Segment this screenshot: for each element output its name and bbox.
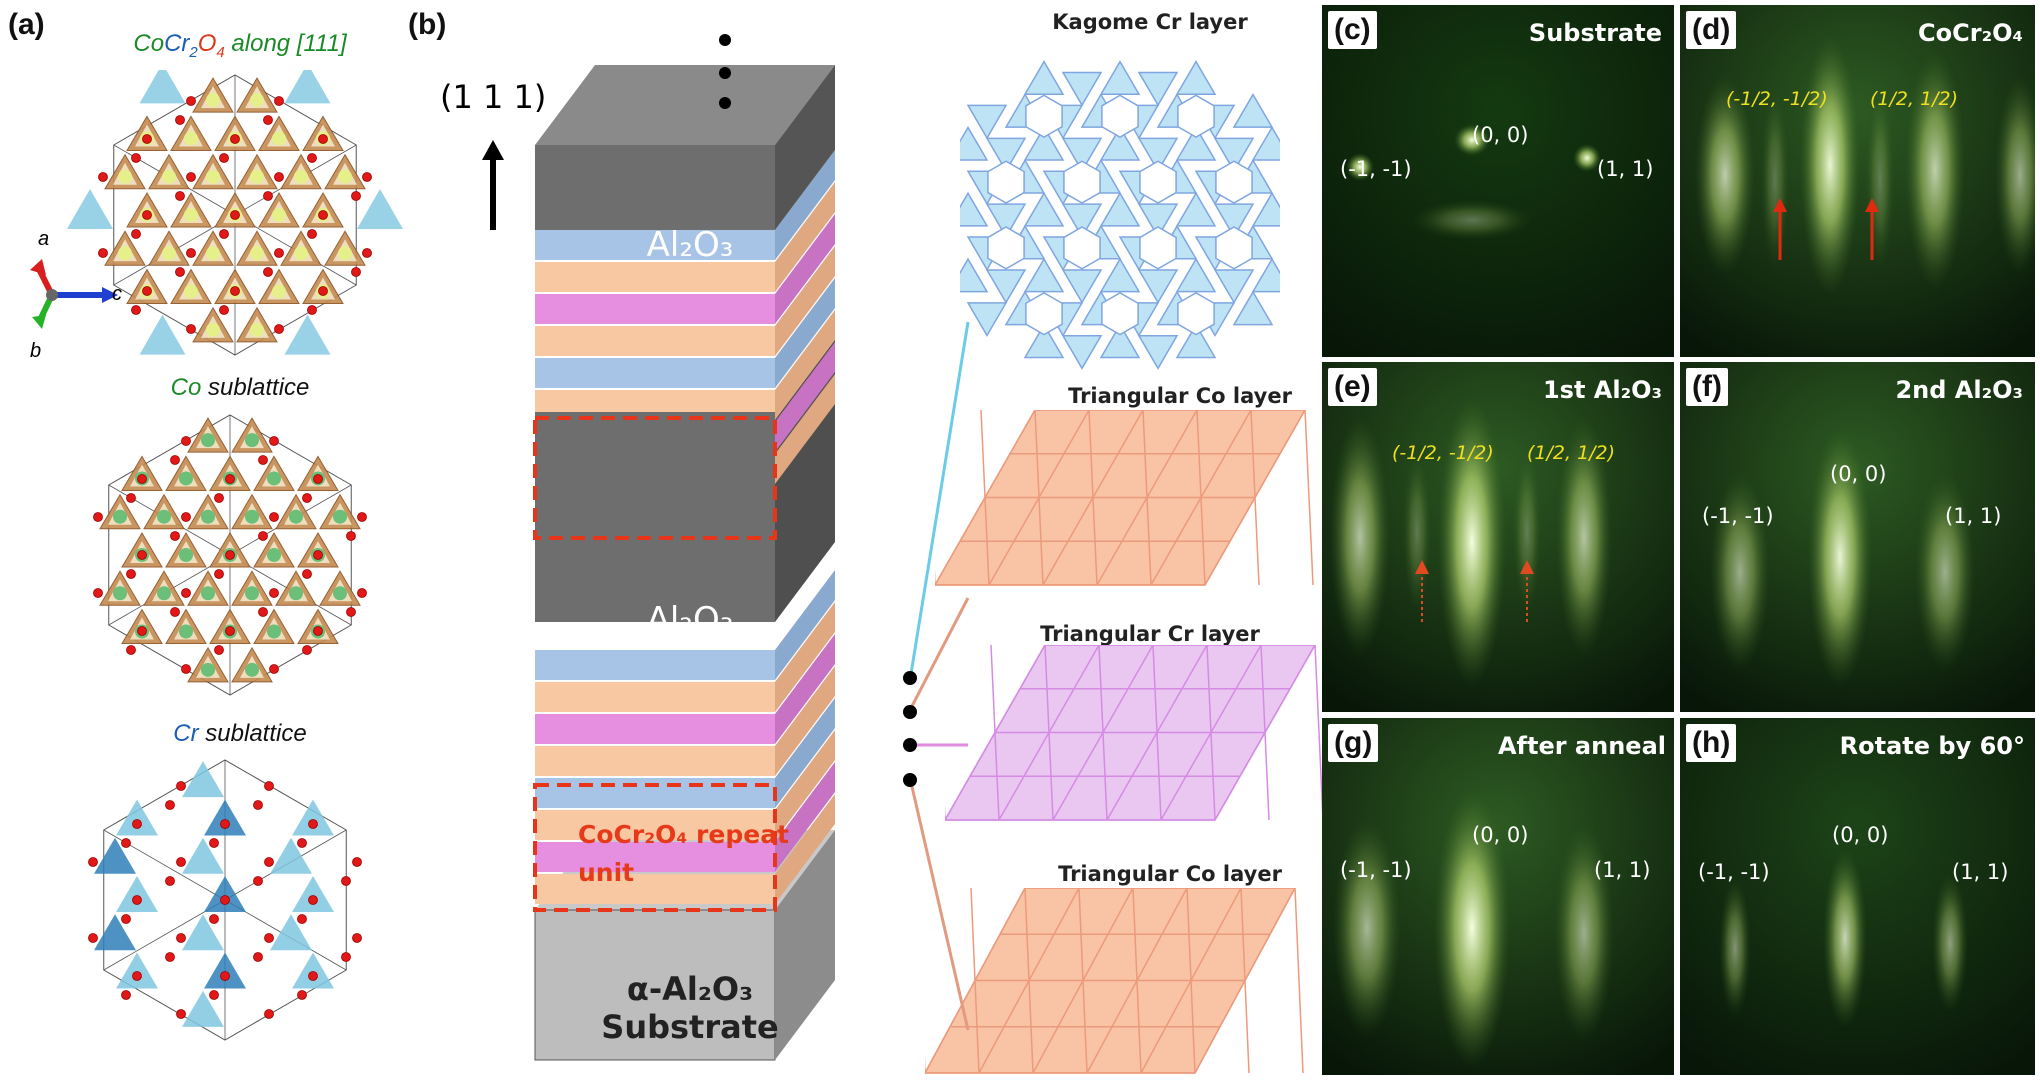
- panel-h-idx-center: (0, 0): [1832, 823, 1889, 847]
- panel-c-idx-center: (0, 0): [1472, 123, 1529, 147]
- rheed-pattern-f: [1680, 362, 2035, 712]
- panel-c-idx-right: (1, 1): [1597, 157, 1654, 181]
- layer-stack-diagram: [533, 34, 835, 1061]
- cr-sublattice-cr: Cr: [173, 720, 199, 747]
- axis-a-label: a: [38, 228, 50, 250]
- axis-triad: [30, 259, 118, 329]
- axis-c-label: c: [112, 283, 122, 305]
- panel-d-label: (d): [1686, 11, 1737, 49]
- panel-f-idx-left: (-1, -1): [1702, 504, 1774, 528]
- panel-g-idx-center: (0, 0): [1472, 823, 1529, 847]
- co-sublattice-word: sublattice: [201, 374, 310, 401]
- up-arrow-icon: [482, 140, 504, 230]
- tri-co-1-label: Triangular Co layer: [1068, 384, 1292, 408]
- panel-g-idx-left: (-1, -1): [1340, 858, 1412, 882]
- panel-f-label: (f): [1686, 368, 1728, 406]
- tri-cr-lattice-image: [945, 645, 1324, 821]
- rheed-pattern-e: [1322, 362, 1674, 712]
- co-sublattice-co: Co: [170, 374, 202, 401]
- rheed-panel-c: (c) Substrate (-1, -1) (0, 0) (1, 1): [1322, 5, 1674, 357]
- panel-h-idx-right: (1, 1): [1952, 860, 2009, 884]
- al2o3-top-label: Al₂O₃: [646, 225, 734, 265]
- tri-cr-label: Triangular Cr layer: [1040, 622, 1260, 646]
- connector-lines: [903, 321, 970, 1031]
- cr-sublattice-word: sublattice: [198, 720, 307, 747]
- co-sublattice-title: Co sublattice: [100, 374, 380, 402]
- rheed-pattern-c: [1322, 5, 1674, 357]
- panel-a-label: (a): [8, 8, 45, 41]
- panel-e-label: (e): [1328, 368, 1377, 406]
- title-direction: along [111]: [224, 30, 347, 57]
- panel-f-title: 2nd Al₂O₃: [1895, 376, 2023, 404]
- panel-g-idx-right: (1, 1): [1594, 858, 1651, 882]
- rheed-pattern-g: [1322, 718, 1674, 1075]
- panel-f-idx-center: (0, 0): [1830, 462, 1887, 486]
- panel-e-yidx-left: (-1/2, -1/2): [1392, 442, 1494, 464]
- panel-e-title: 1st Al₂O₃: [1542, 376, 1662, 404]
- kagome-lattice-image: [960, 60, 1280, 370]
- title-cr-sub: 2: [189, 43, 198, 61]
- panel-c-title: Substrate: [1528, 19, 1662, 47]
- co-sublattice-image: [93, 414, 367, 696]
- panel-b-label: (b): [408, 8, 447, 41]
- tri-co-2-label: Triangular Co layer: [1058, 862, 1282, 886]
- repeat-unit-label-2: unit: [578, 858, 635, 887]
- panel-d-yidx-right: (1/2, 1/2): [1870, 88, 1959, 110]
- rheed-panel-f: (f) 2nd Al₂O₃ (-1, -1) (0, 0) (1, 1): [1680, 362, 2035, 712]
- cocr2o4-structure-image: [67, 70, 403, 356]
- direction-label: (1 1 1): [440, 78, 547, 116]
- panel-h-title: Rotate by 60°: [1839, 732, 2025, 760]
- panel-d-yidx-left: (-1/2, -1/2): [1726, 88, 1828, 110]
- panel-c-idx-left: (-1, -1): [1340, 157, 1412, 181]
- substrate-label: α-Al₂O₃ Substrate: [601, 970, 779, 1046]
- rheed-pattern-d: [1680, 5, 2035, 357]
- rheed-panel-h: (h) Rotate by 60° (-1, -1) (0, 0) (1, 1): [1680, 718, 2035, 1075]
- rheed-panel-g: (g) After anneal (-1, -1) (0, 0) (1, 1): [1322, 718, 1674, 1075]
- kagome-label: Kagome Cr layer: [1052, 10, 1248, 34]
- panel-h-idx-left: (-1, -1): [1698, 860, 1770, 884]
- tri-co-2-lattice-image: [925, 888, 1304, 1074]
- repeat-unit-label-1: CoCr₂O₄ repeat: [578, 820, 790, 849]
- title-co: Co: [133, 30, 165, 57]
- rheed-pattern-h: [1680, 718, 2035, 1075]
- panel-h-label: (h): [1686, 724, 1737, 762]
- rheed-panel-d: (d) CoCr₂O₄ (-1/2, -1/2) (1/2, 1/2): [1680, 5, 2035, 357]
- title-cr: Cr: [164, 30, 190, 57]
- rheed-panel-e: (e) 1st Al₂O₃ (-1/2, -1/2) (1/2, 1/2): [1322, 362, 1674, 712]
- al2o3-mid-label: Al₂O₃: [646, 600, 734, 640]
- panel-g-title: After anneal: [1497, 732, 1666, 760]
- panel-a-title: CoCr2O4 along [111]: [100, 30, 380, 61]
- panel-d-title: CoCr₂O₄: [1918, 19, 2023, 47]
- cr-sublattice-title: Cr sublattice: [100, 720, 380, 748]
- panel-e-yidx-right: (1/2, 1/2): [1527, 442, 1616, 464]
- tri-co-1-lattice-image: [935, 410, 1314, 586]
- panel-g-label: (g): [1328, 724, 1379, 762]
- panel-c-label: (c): [1328, 11, 1377, 49]
- title-o-sub: 4: [216, 43, 225, 61]
- panel-f-idx-right: (1, 1): [1945, 504, 2002, 528]
- axis-b-label: b: [30, 340, 42, 362]
- title-o: O: [197, 30, 217, 57]
- cr-sublattice-image: [88, 759, 362, 1041]
